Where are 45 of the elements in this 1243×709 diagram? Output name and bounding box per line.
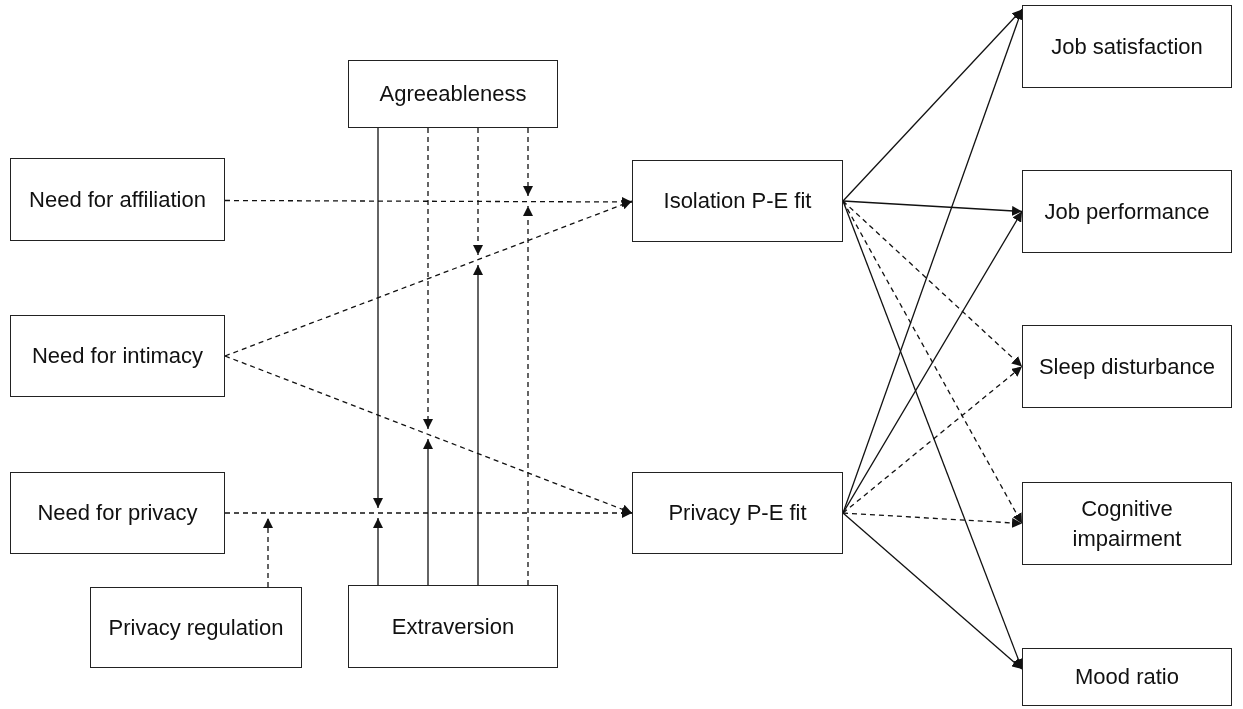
node-label: Extraversion (391, 612, 515, 641)
node-label: Need for affiliation (29, 185, 206, 214)
arrow (263, 517, 273, 588)
node-label: Cognitive impairment (1071, 494, 1183, 553)
process-box (632, 472, 843, 554)
arrow (523, 127, 533, 197)
arrow (373, 517, 383, 586)
node-label: Isolation P-E fit (663, 187, 812, 215)
arrow (473, 264, 483, 586)
arrow (224, 355, 633, 515)
arrow (842, 365, 1023, 514)
arrow (224, 199, 633, 357)
arrow (842, 200, 1023, 368)
process-box (1022, 482, 1232, 565)
arrow (423, 438, 433, 586)
process-box (10, 472, 225, 554)
process-box (1022, 325, 1232, 408)
node-label: Privacy regulation (108, 613, 284, 642)
process-box (1022, 5, 1232, 88)
node-label: Need for intimacy (31, 342, 204, 370)
node-label: Agreeableness (379, 80, 527, 108)
arrow (842, 512, 1023, 528)
node-label: Job performance (1044, 197, 1210, 226)
process-box (1022, 648, 1232, 706)
arrow (224, 508, 633, 518)
arrow (842, 200, 1023, 216)
process-box (632, 160, 843, 242)
arrow (842, 512, 1023, 670)
process-box (90, 587, 302, 668)
arrow (423, 127, 433, 430)
arrow (523, 205, 533, 586)
node-label: Mood ratio (1075, 663, 1179, 691)
arrow (473, 127, 483, 256)
process-box (10, 158, 225, 241)
arrow (373, 127, 383, 509)
process-box (348, 60, 558, 128)
process-box (1022, 170, 1232, 253)
node-label: Privacy P-E fit (668, 499, 807, 527)
node-label: Sleep disturbance (1038, 352, 1216, 381)
process-box (10, 315, 225, 397)
arrow (224, 196, 633, 207)
node-label: Need for privacy (37, 499, 198, 527)
node-label: Job satisfaction (1051, 32, 1203, 61)
arrow (842, 8, 1023, 202)
process-box (348, 585, 558, 668)
